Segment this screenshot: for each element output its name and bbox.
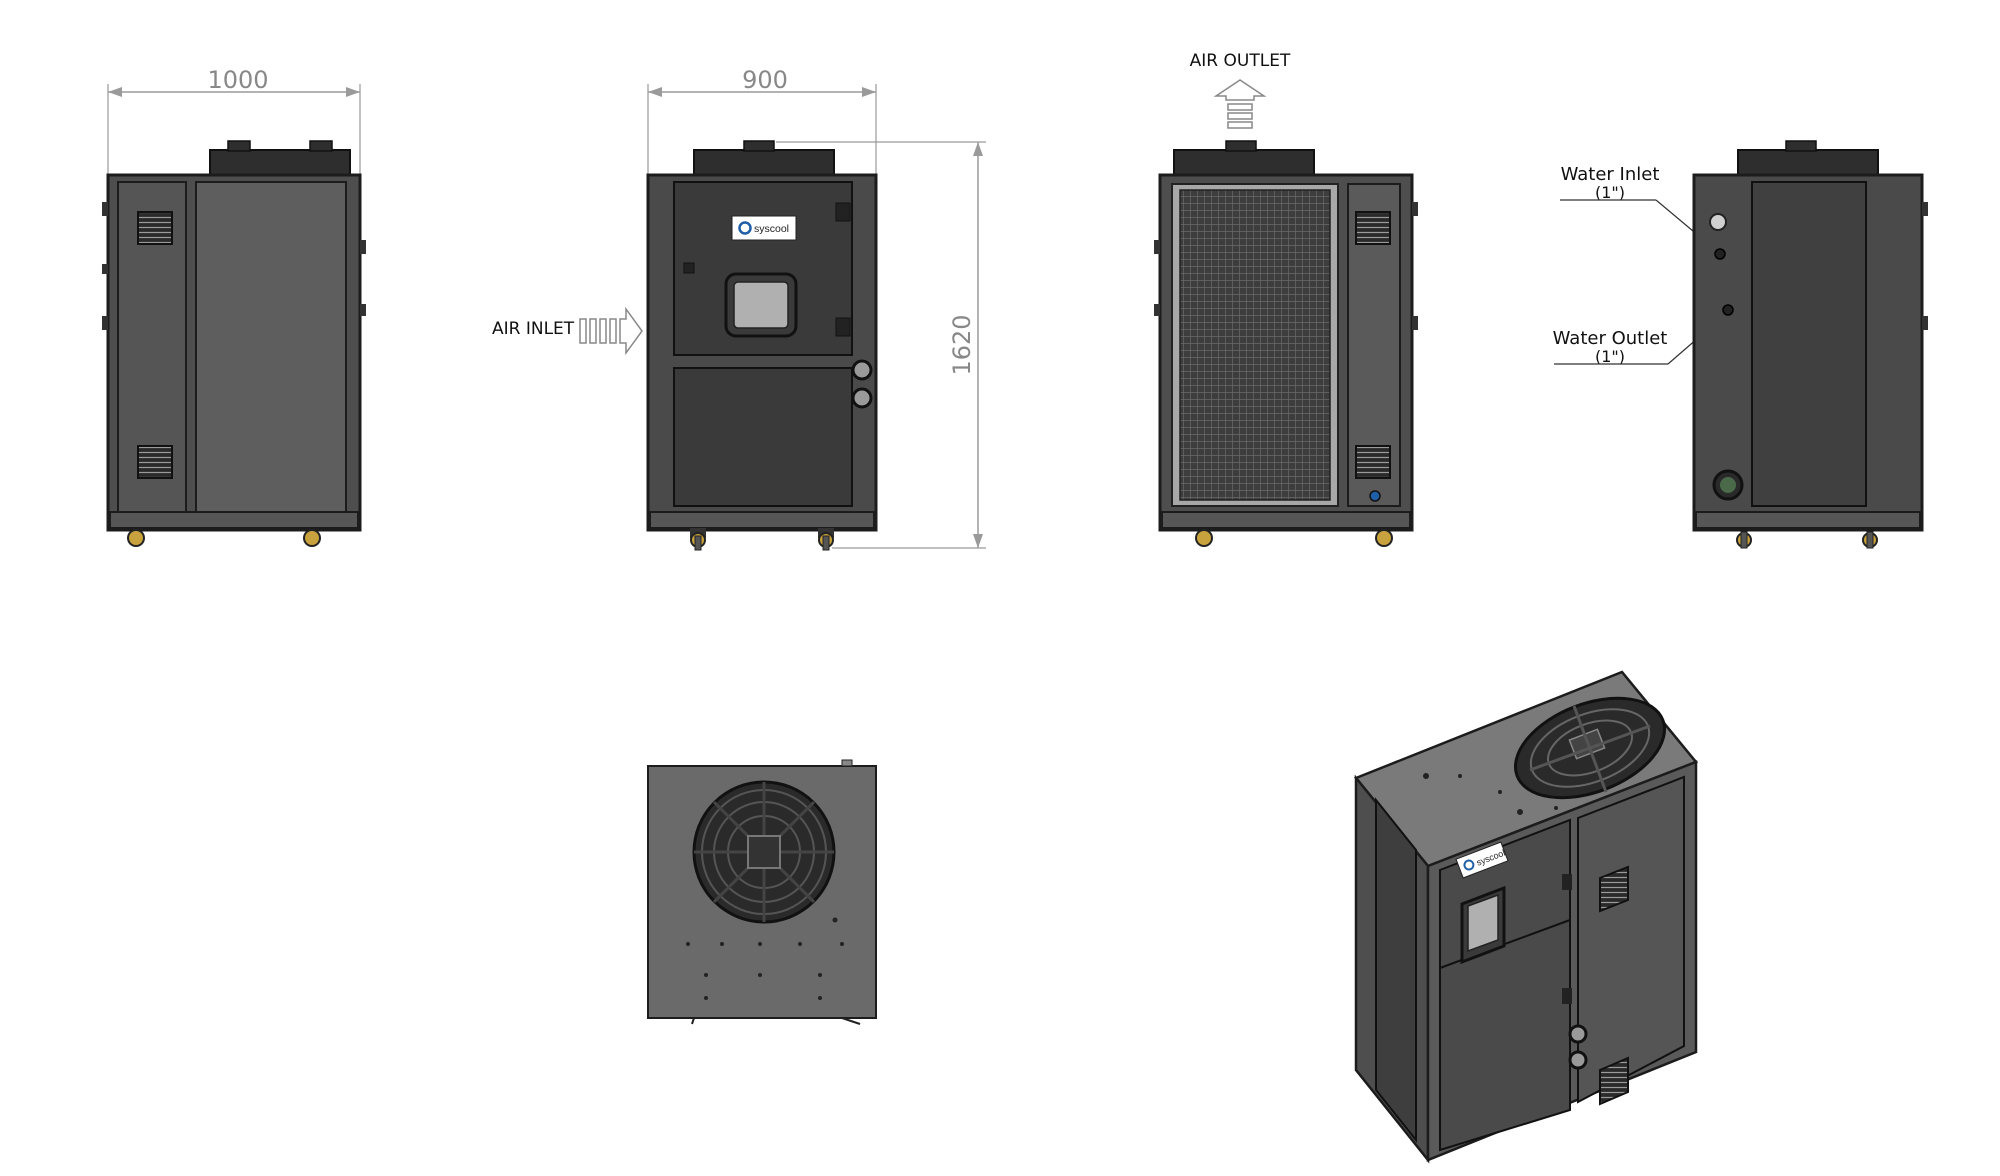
fan-housing <box>209 149 351 176</box>
svg-text:syscool: syscool <box>754 223 789 235</box>
airflow-arrow-icon <box>579 306 643 356</box>
dimension-label-1620: 1620 <box>948 314 976 375</box>
mounting-holes <box>1423 773 1558 815</box>
vent-louver-icon <box>1599 865 1629 913</box>
water-connection <box>851 359 873 381</box>
pressure-gauge-icon <box>1709 213 1727 231</box>
fan-housing <box>1173 149 1315 176</box>
water-inlet-size: (1") <box>1595 183 1625 202</box>
water-outlet-fitting <box>1722 304 1734 316</box>
water-connection <box>851 387 873 409</box>
caster-wheel-icon <box>690 528 706 551</box>
caster-wheel-icon <box>127 529 145 547</box>
rear-elevation-view: AIR OUTLET <box>1154 51 1418 547</box>
water-outlet-label: Water Outlet <box>1553 328 1668 349</box>
side-elevation-view: 1000 <box>102 66 366 547</box>
caster-wheel-icon <box>818 528 834 551</box>
caster-wheel-icon <box>1862 531 1878 549</box>
front-elevation-view: 900 1620 AIR INLET s <box>492 66 986 551</box>
air-outlet-label: AIR OUTLET <box>1190 51 1291 71</box>
fan-housing <box>1737 149 1879 176</box>
caster-wheel-icon <box>303 529 321 547</box>
vent-louver-icon <box>1355 211 1391 245</box>
vent-louver-icon <box>1599 1056 1629 1106</box>
water-inlet-label: Water Inlet <box>1561 164 1660 185</box>
side-panel <box>195 181 347 521</box>
axial-fan-icon <box>692 780 836 924</box>
lower-door <box>673 367 853 507</box>
airflow-arrow-icon <box>1213 79 1267 129</box>
top-plan-view <box>647 759 877 1025</box>
air-inlet-label: AIR INLET <box>492 319 575 339</box>
indicator-icon <box>1369 490 1381 502</box>
dimension-label-1000: 1000 <box>207 66 268 94</box>
caster-wheel-icon <box>1736 531 1752 549</box>
dimension-width-side: 1000 <box>107 66 361 176</box>
vent-louver-icon <box>137 211 173 245</box>
isometric-view: syscool <box>1353 670 1699 1164</box>
dimension-height: 1620 <box>776 141 986 549</box>
dimension-width-front: 900 <box>647 66 877 176</box>
mounting-holes <box>686 917 844 1000</box>
axial-fan-icon <box>1513 696 1667 800</box>
vent-louver-icon <box>137 445 173 479</box>
dimension-label-900: 900 <box>742 66 788 94</box>
condenser-coil <box>1179 189 1331 501</box>
water-outlet-size: (1") <box>1595 347 1625 366</box>
vent-louver-icon <box>1355 445 1391 479</box>
fan-housing <box>693 149 835 176</box>
brand-logo: syscool <box>731 215 797 241</box>
brand-logo: syscool <box>1455 841 1509 879</box>
caster-wheel-icon <box>1375 529 1393 547</box>
caster-wheel-icon <box>1195 529 1213 547</box>
water-inlet-fitting <box>1714 248 1726 260</box>
water-side-elevation-view: Water Inlet (1") Water Outlet (1") <box>1553 140 1928 549</box>
